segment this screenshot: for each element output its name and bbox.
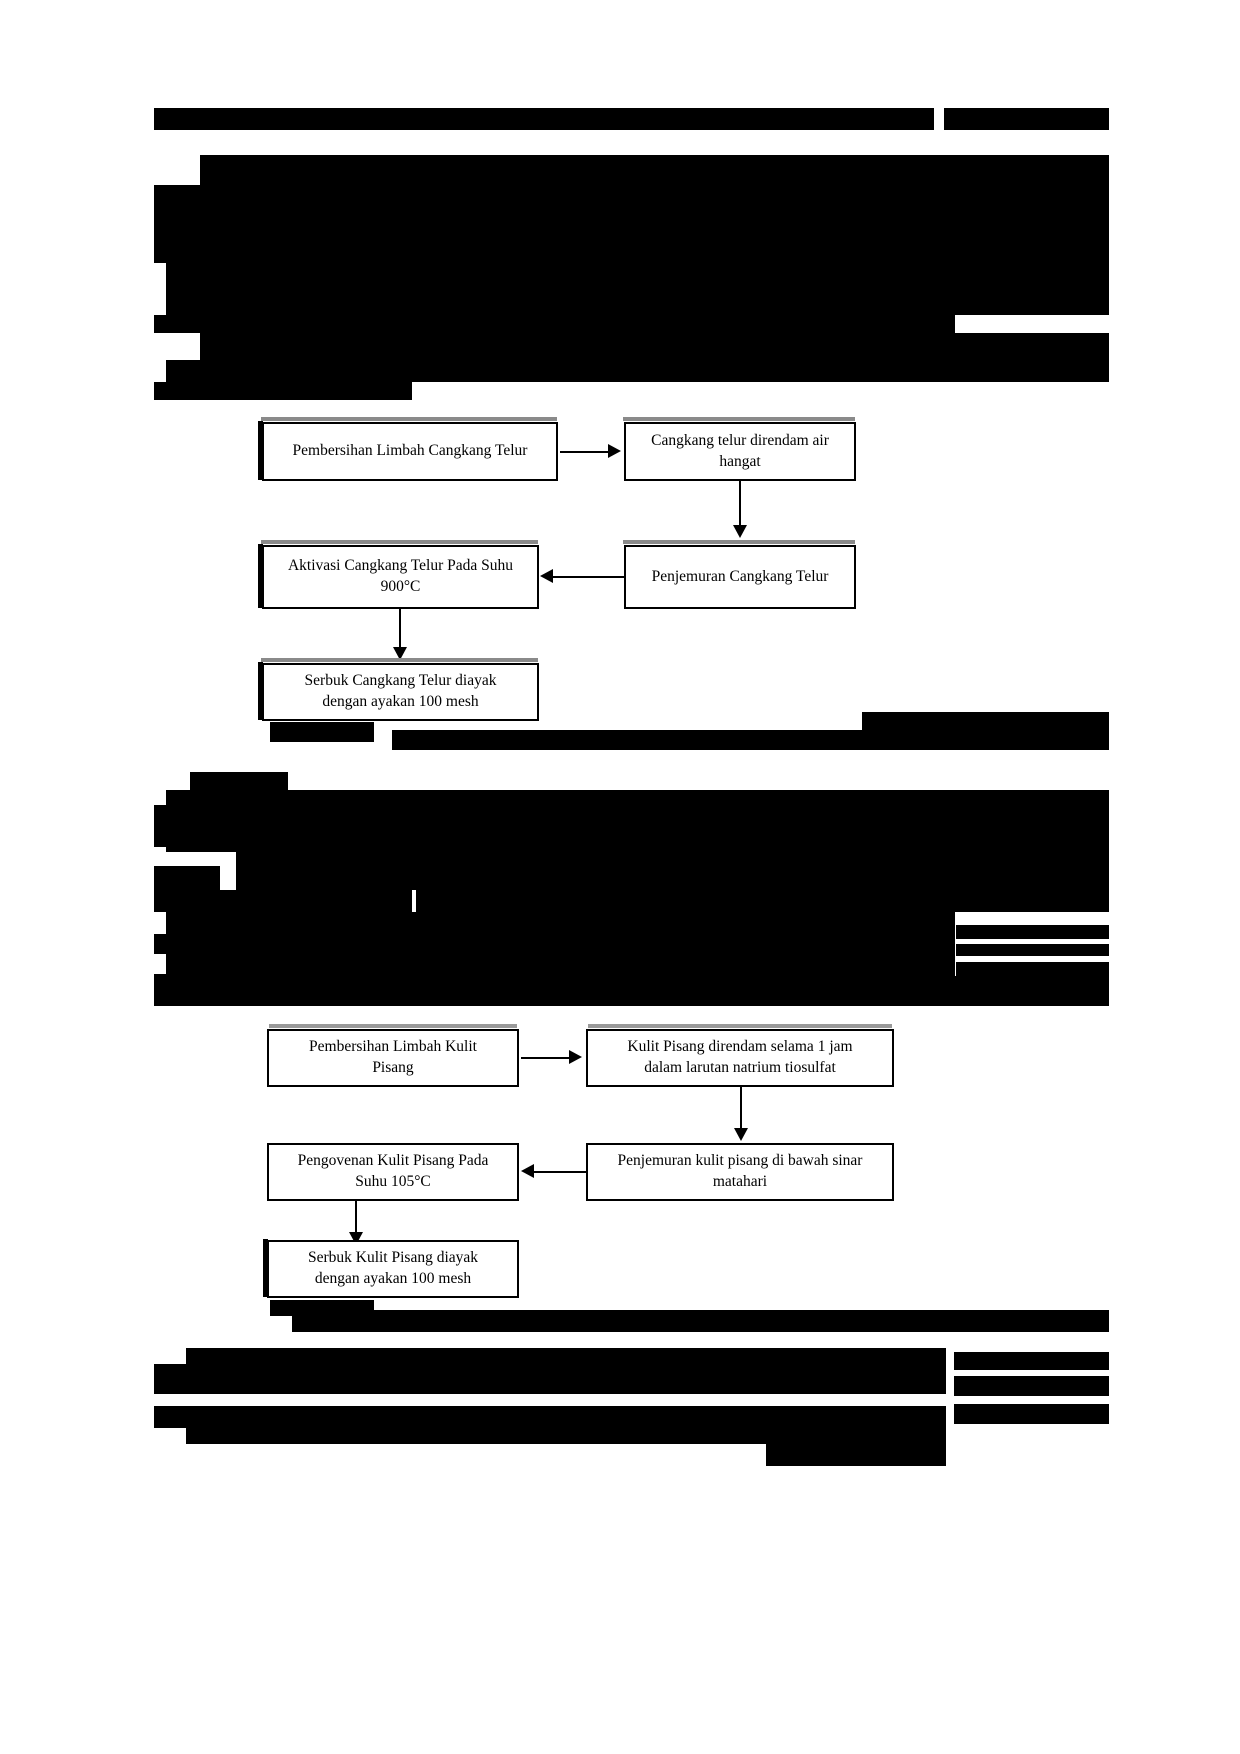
flow-node-label-line2: dalam larutan natrium tiosulfat <box>644 1059 836 1076</box>
flow-node-label-line2: Pisang <box>372 1059 414 1076</box>
redacted-text-bar <box>154 382 412 400</box>
redacted-text-bar <box>956 925 1109 939</box>
redacted-text-bar <box>200 333 1109 360</box>
redacted-text-bar <box>154 934 955 954</box>
redacted-text-bar <box>862 712 1109 730</box>
redacted-text-bar <box>292 1310 1109 1332</box>
redacted-text-bar <box>154 805 240 847</box>
redacted-text-bar <box>956 944 1109 956</box>
redacted-text-bar <box>166 954 955 974</box>
redacted-text-bar <box>954 1404 1109 1424</box>
redacted-text-bar <box>154 866 220 892</box>
connector-line <box>399 609 401 649</box>
flow-node-serbuk-kulit-pisang: Serbuk Kulit Pisang diayak dengan ayakan… <box>263 1239 519 1298</box>
flow-node-label-line1: Aktivasi Cangkang Telur Pada Suhu <box>287 557 514 575</box>
connector-line <box>355 1201 357 1234</box>
redacted-text-bar <box>236 852 1109 890</box>
flow-node-serbuk-cangkang: Serbuk Cangkang Telur diayak dengan ayak… <box>258 658 539 721</box>
flow-node-label-line2: dengan ayakan 100 mesh <box>314 1270 472 1287</box>
redacted-text-bar <box>392 730 1109 750</box>
flow-node-label: Serbuk Cangkang Telur diayak dengan ayak… <box>305 671 497 713</box>
redacted-text-bar <box>154 890 412 912</box>
flow-node-label: Penjemuran kulit pisang di bawah sinar m… <box>618 1151 863 1193</box>
redacted-text-bar <box>954 1352 1109 1370</box>
redacted-text-bar <box>954 1376 1109 1396</box>
arrow-head-down <box>734 1128 748 1141</box>
redacted-text-bar <box>154 315 955 333</box>
redacted-text-bar <box>166 263 1109 315</box>
flow-node-label: Pembersihan Limbah Kulit Pisang <box>309 1037 477 1079</box>
redacted-text-bar <box>166 360 1109 382</box>
redacted-text-bar <box>944 108 1109 130</box>
arrow-head-left <box>521 1164 534 1178</box>
connector-line <box>553 576 625 578</box>
connector-line <box>534 1171 588 1173</box>
flow-node-label-line2: matahari <box>712 1173 768 1190</box>
flow-node-penjemuran-kulit-pisang: Penjemuran kulit pisang di bawah sinar m… <box>586 1143 894 1201</box>
flow-node-label-line1: Cangkang telur direndam air <box>651 431 829 449</box>
redacted-text-bar <box>154 108 934 130</box>
flow-node-penjemuran-cangkang: Penjemuran Cangkang Telur <box>623 540 856 609</box>
redacted-text-bar <box>956 962 1109 976</box>
arrow-head-left <box>540 569 553 583</box>
redacted-text-bar <box>766 1444 946 1466</box>
flow-node-label-line1: Kulit Pisang direndam selama 1 jam <box>627 1038 853 1056</box>
arrow-head-right <box>608 444 621 458</box>
flow-node-label-line2: dengan ayakan 100 mesh <box>322 693 479 710</box>
flow-node-label-line1: Serbuk Kulit Pisang diayak <box>307 1249 479 1267</box>
flow-node-pengovenan-kulit-pisang: Pengovenan Kulit Pisang Pada Suhu 105°C <box>267 1143 519 1201</box>
flow-node-label: Pembersihan Limbah Cangkang Telur <box>292 442 528 460</box>
flow-node-label-line2: hangat <box>719 452 761 470</box>
redacted-text-bar <box>190 772 288 790</box>
flow-node-label: Serbuk Kulit Pisang diayak dengan ayakan… <box>308 1248 478 1290</box>
flow-node-label: Cangkang telur direndam air hangat <box>651 431 829 473</box>
redacted-text-bar <box>154 990 1109 1006</box>
flow-node-label-line1: Penjemuran kulit pisang di bawah sinar <box>617 1152 863 1170</box>
connector-line <box>521 1057 571 1059</box>
redacted-text-bar <box>416 890 1109 912</box>
arrow-head-down <box>733 525 747 538</box>
redacted-text-bar <box>270 722 374 742</box>
connector-line <box>740 1087 742 1130</box>
flow-node-label-line1: Pembersihan Limbah Kulit <box>309 1038 477 1056</box>
redacted-text-bar <box>186 1348 946 1368</box>
connector-line <box>739 481 741 527</box>
flow-node-label-line1: Pengovenan Kulit Pisang Pada <box>297 1152 489 1170</box>
redacted-text-bar <box>200 155 1109 185</box>
flow-node-label-line1: Serbuk Cangkang Telur diayak <box>304 672 497 690</box>
flow-node-aktivasi-cangkang: Aktivasi Cangkang Telur Pada Suhu 900°C <box>258 540 539 609</box>
flow-node-label: Kulit Pisang direndam selama 1 jam dalam… <box>627 1037 852 1079</box>
flow-node-pembersihan-kulit-pisang: Pembersihan Limbah Kulit Pisang <box>267 1024 519 1087</box>
redacted-text-bar <box>154 1364 946 1394</box>
arrow-head-right <box>569 1050 582 1064</box>
flow-node-label: Aktivasi Cangkang Telur Pada Suhu 900°C <box>288 556 513 598</box>
redacted-text-bar <box>154 185 1109 263</box>
flow-node-label: Penjemuran Cangkang Telur <box>651 567 829 585</box>
flow-node-label-line2: 900°C <box>380 578 421 595</box>
redacted-text-bar <box>166 790 1109 852</box>
flow-node-pembersihan-cangkang: Pembersihan Limbah Cangkang Telur <box>258 417 558 481</box>
arrow-head-down <box>393 647 407 660</box>
connector-line <box>560 451 610 453</box>
redacted-text-bar <box>166 912 955 934</box>
flow-node-perendaman-kulit-pisang: Kulit Pisang direndam selama 1 jam dalam… <box>586 1024 894 1087</box>
flow-node-perendaman-cangkang: Cangkang telur direndam air hangat <box>623 417 856 481</box>
flow-node-label-line2: Suhu 105°C <box>355 1173 431 1190</box>
redacted-text-bar <box>186 1422 946 1444</box>
flow-node-label: Pengovenan Kulit Pisang Pada Suhu 105°C <box>298 1151 489 1193</box>
